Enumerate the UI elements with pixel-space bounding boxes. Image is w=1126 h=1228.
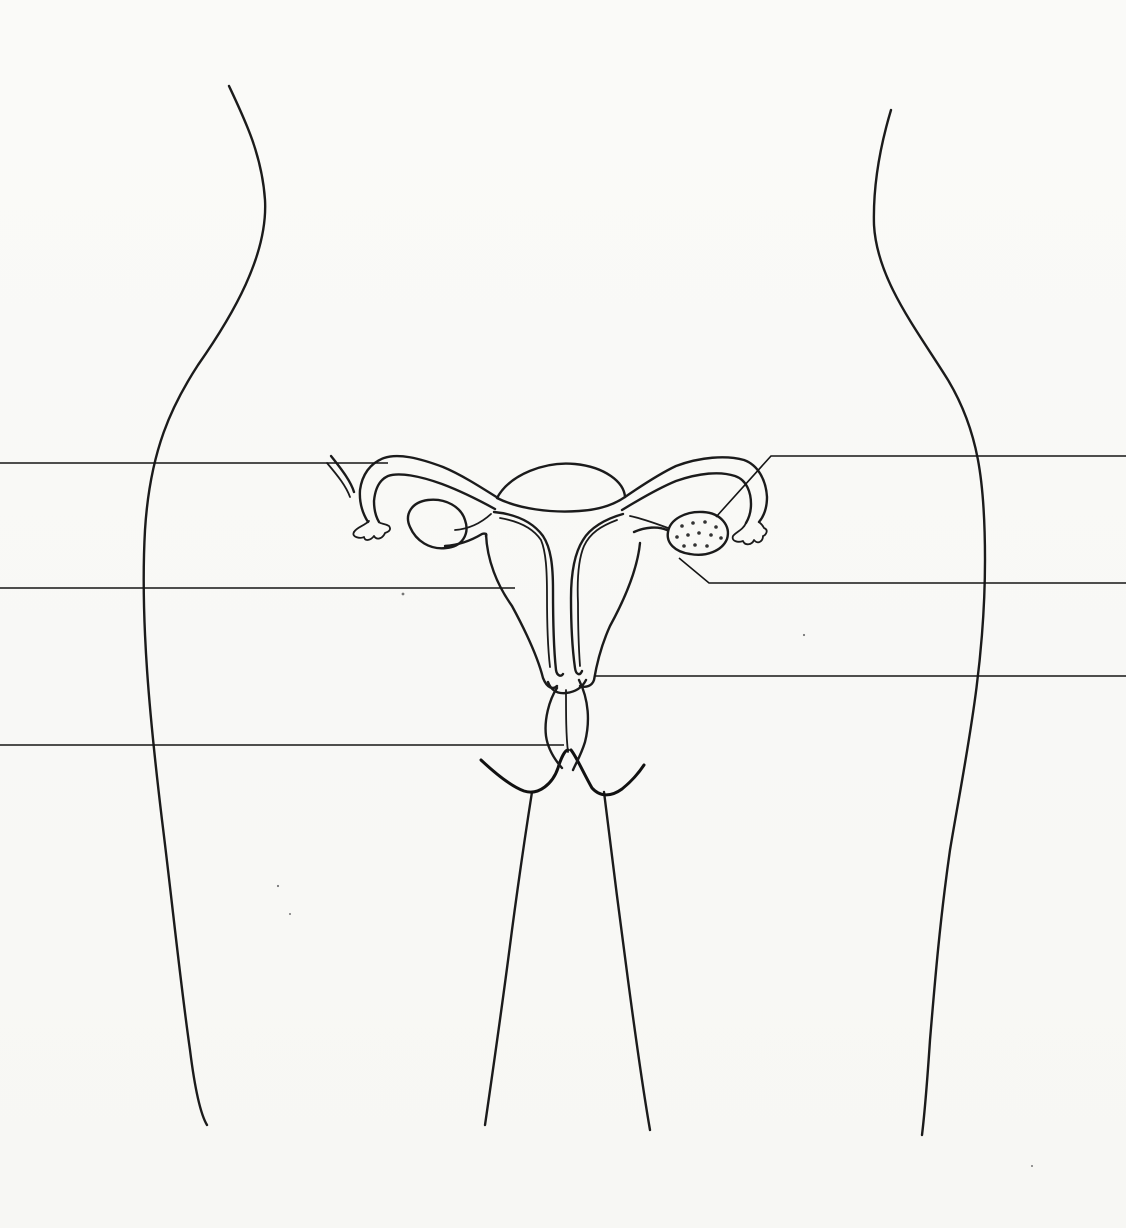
follicle: [709, 533, 713, 537]
follicle: [705, 544, 709, 548]
right-fallopian-tube: [622, 457, 767, 544]
right-fimbriae: [733, 522, 767, 544]
uterus: [486, 464, 640, 694]
uterus-right-wall: [580, 543, 640, 687]
left-ovary-group: [408, 500, 491, 549]
left-ovarian-ligament: [455, 514, 491, 530]
leader-line-right-top: [716, 456, 1126, 517]
right-hip-outline: [874, 110, 985, 1135]
leader-line-right-middle: [679, 558, 1126, 583]
left-infundibulum-stalk-inner: [327, 463, 350, 497]
paper-speck: [277, 885, 279, 887]
endometrium-left: [500, 518, 550, 667]
left-fimbriae: [353, 522, 390, 540]
left-tube-upper: [360, 456, 498, 522]
uterine-fundus: [497, 464, 625, 512]
endometrium-right: [578, 520, 617, 666]
vulva-outline: [481, 750, 644, 795]
left-hip-outline: [144, 86, 265, 1125]
paper-speck: [289, 913, 291, 915]
follicle: [714, 525, 718, 529]
paper-specks: [277, 593, 1033, 1167]
follicle: [693, 543, 697, 547]
left-labium: [481, 750, 568, 792]
follicle: [697, 531, 701, 535]
left-inner-thigh: [485, 792, 532, 1125]
right-inner-thigh: [604, 792, 650, 1130]
right-tube-lower: [622, 473, 751, 523]
follicle: [703, 520, 707, 524]
follicle: [682, 544, 686, 548]
follicle: [675, 535, 679, 539]
right-ovarian-ligament: [630, 516, 668, 528]
left-tube-lower: [374, 474, 495, 522]
left-infundibulum-stalk: [331, 456, 354, 492]
follicle: [680, 524, 684, 528]
left-fallopian-tube: [327, 456, 498, 540]
left-tube-end: [354, 521, 369, 532]
paper-speck: [402, 593, 405, 596]
right-labium: [571, 750, 644, 795]
right-ovary-group: [630, 512, 728, 555]
follicle: [691, 521, 695, 525]
body-outline: [144, 86, 985, 1135]
follicle: [686, 533, 690, 537]
follicle: [719, 536, 723, 540]
paper-speck: [1031, 1165, 1033, 1167]
right-broad-ligament: [634, 528, 667, 532]
vagina-canal: [566, 690, 568, 752]
ovarian-follicles: [675, 520, 723, 548]
label-leader-lines: [0, 456, 1126, 745]
paper-speck: [803, 634, 805, 636]
vagina-left-wall: [546, 688, 562, 768]
left-ovary: [408, 500, 466, 549]
